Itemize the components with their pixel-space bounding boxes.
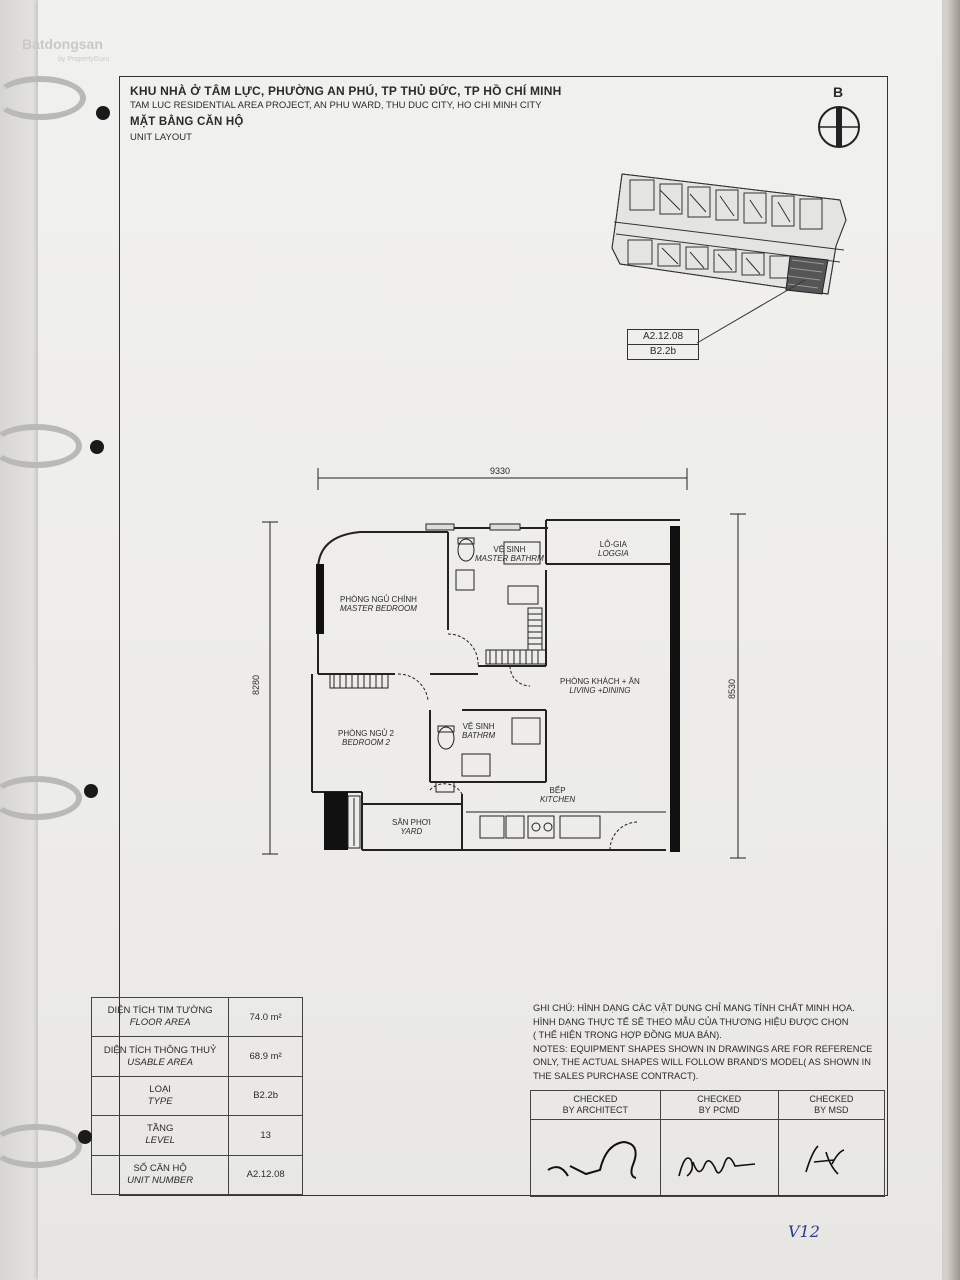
punch-hole [84, 784, 98, 798]
north-arrow-icon [818, 106, 860, 148]
north-label: B [833, 84, 844, 100]
dim-width: 9330 [490, 466, 511, 476]
msd-signature-cell [777, 1119, 886, 1197]
drawing-frame [119, 76, 888, 1196]
handwritten-page-mark: V12 [788, 1222, 820, 1241]
binder-ring [0, 776, 82, 820]
dim-left-height: 8280 [251, 674, 262, 696]
pcmd-signature-cell [659, 1119, 779, 1197]
key-plan [611, 173, 847, 344]
dim-right-height: 8530 [727, 678, 738, 700]
room-yard: SÂN PHƠI YARD [392, 818, 431, 836]
room-bedroom2: PHÒNG NGỦ 2 BEDROOM 2 [338, 729, 395, 747]
room-kitchen: BẾP KITCHEN [540, 786, 576, 804]
project-title-en: TAM LUC RESIDENTIAL AREA PROJECT, AN PHU… [130, 100, 542, 111]
unit-tag-code: A2.12.08 [628, 330, 698, 345]
room-living: PHÒNG KHÁCH + ĂN LIVING +DINING [560, 677, 640, 695]
msd-signature [805, 1145, 845, 1175]
room-loggia: LÔ-GIA LOGGIA [598, 540, 629, 558]
punch-hole [90, 440, 104, 454]
floor-plan [262, 468, 746, 859]
binder-ring [0, 76, 86, 120]
watermark-sub: by PropertyGuru [58, 56, 110, 63]
binder-ring [0, 424, 82, 468]
usable-area-value: 68.9 m² [228, 1036, 303, 1077]
level-value: 13 [228, 1115, 303, 1156]
project-title-vn: KHU NHÀ Ở TÂM LỰC, PHƯỜNG AN PHÚ, TP THỦ… [130, 84, 562, 98]
binder-ring [0, 1124, 82, 1168]
floor-area-value: 74.0 m² [228, 996, 303, 1038]
unit-number-value: A2.12.08 [228, 1154, 303, 1195]
layout-title-vn: MẶT BẰNG CĂN HỘ [130, 116, 244, 128]
layout-title-en: UNIT LAYOUT [130, 132, 192, 143]
notes-block: GHI CHÚ: HÌNH DẠNG CÁC VẬT DỤNG CHỈ MANG… [533, 1003, 873, 1081]
watermark-logo: Batdongsan [22, 36, 103, 52]
punch-hole [78, 1130, 92, 1144]
room-master-bath: VỆ SINH MASTER BATHRM [475, 545, 544, 563]
pcmd-signature [678, 1157, 756, 1177]
punch-hole [96, 106, 110, 120]
unit-tag: A2.12.08 B2.2b [627, 329, 699, 360]
type-value: B2.2b [228, 1075, 303, 1117]
table-row [530, 1119, 886, 1197]
architect-signature [547, 1140, 637, 1179]
room-bath: VỆ SINH BATHRM [462, 722, 496, 740]
unit-tag-type: B2.2b [649, 346, 677, 357]
room-master-bedroom: PHÒNG NGỦ CHÍNH MASTER BEDROOM [340, 595, 417, 613]
architect-signature-cell [530, 1119, 661, 1197]
